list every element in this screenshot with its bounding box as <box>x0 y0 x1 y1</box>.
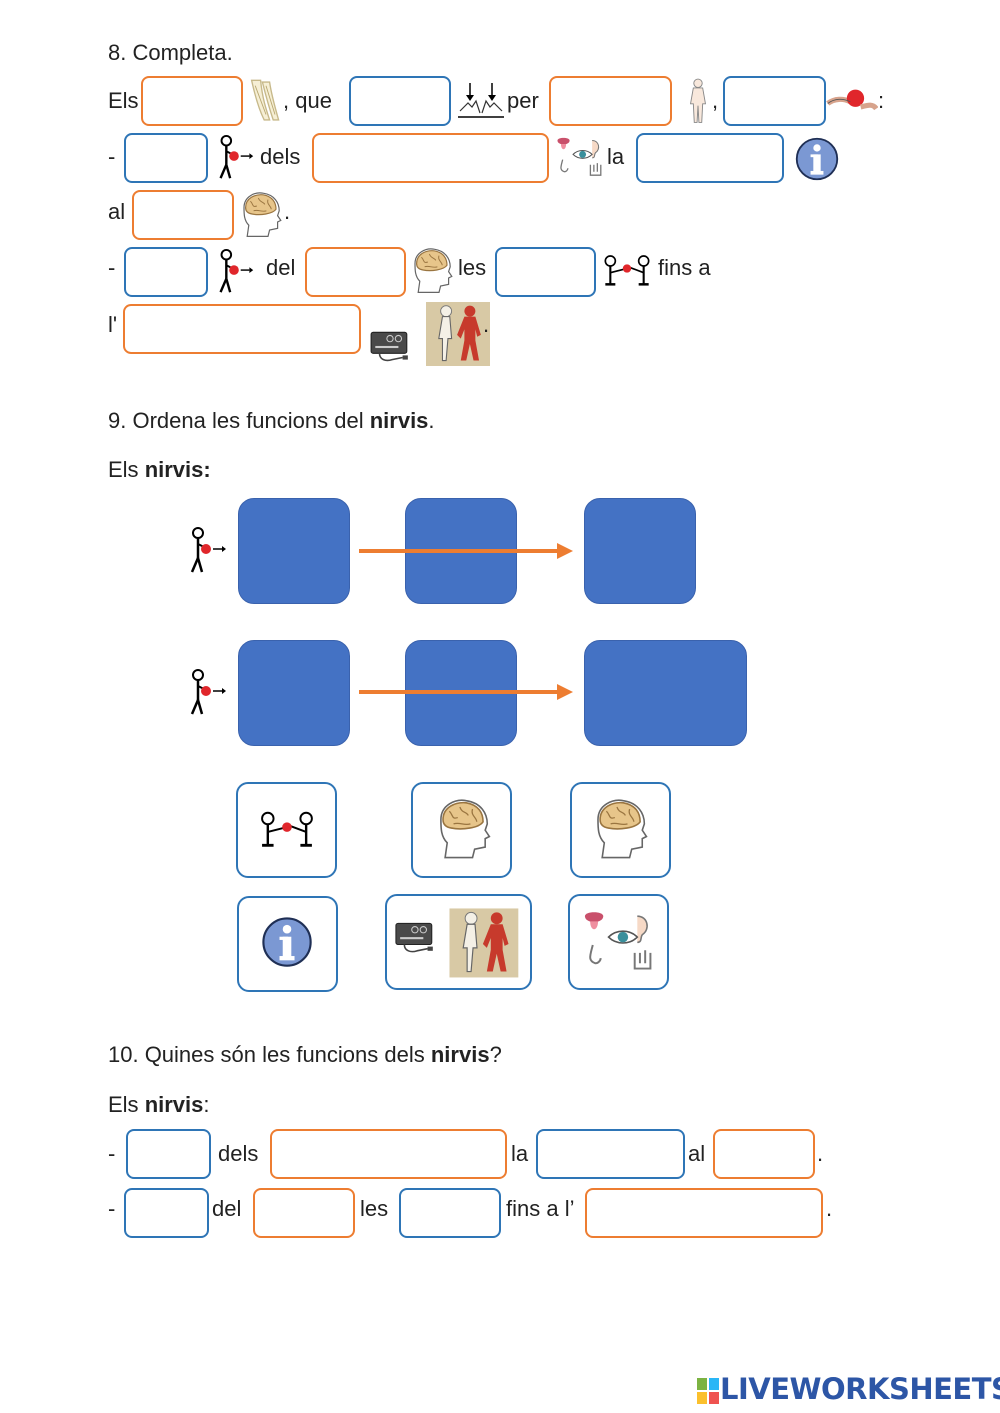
text-colon: : <box>878 88 885 113</box>
card-info[interactable] <box>237 896 338 992</box>
arm-nerves-icon <box>248 76 284 126</box>
liveworksheets-logo-icon <box>697 1378 719 1404</box>
hands-icon <box>456 80 506 122</box>
text-per: per <box>507 88 539 113</box>
person-ball-icon <box>186 668 226 718</box>
brain-head-icon <box>440 799 491 859</box>
q8-title: 8. Completa. <box>108 40 233 65</box>
text-la: la <box>511 1141 529 1166</box>
text-els: Els <box>108 88 139 113</box>
card-brain-2[interactable] <box>570 782 671 878</box>
text-comma: , <box>712 88 719 113</box>
answer-box[interactable] <box>126 1129 211 1179</box>
text-del: del <box>266 255 296 280</box>
answer-box[interactable] <box>124 1188 209 1238</box>
answer-box[interactable] <box>399 1188 501 1238</box>
answer-box[interactable] <box>549 76 672 126</box>
device-icon <box>369 328 411 366</box>
text-al: al <box>108 199 126 224</box>
card-brain-1[interactable] <box>411 782 512 878</box>
card-two-people[interactable] <box>236 782 337 878</box>
drop-slot[interactable] <box>584 498 696 604</box>
brain-head-icon <box>236 190 284 238</box>
card-senses[interactable] <box>568 894 669 990</box>
senses-icon <box>554 134 606 180</box>
card-muscles[interactable] <box>385 894 532 990</box>
text-fins-a: fins a <box>658 255 711 280</box>
text-dash: - <box>108 255 116 280</box>
skeleton-muscle-icon <box>426 302 490 366</box>
text-period: . <box>817 1141 824 1166</box>
text-les: les <box>360 1196 389 1221</box>
skeleton-muscle-icon <box>395 907 519 979</box>
text-al: al <box>688 1141 706 1166</box>
info-icon <box>262 917 312 967</box>
answer-box[interactable] <box>312 133 549 183</box>
human-body-icon <box>684 76 712 126</box>
text-que: , que <box>283 88 332 113</box>
orange-arrow <box>359 543 573 559</box>
text-l: l' <box>108 312 118 337</box>
text-period: . <box>284 199 291 224</box>
answer-box[interactable] <box>495 247 596 297</box>
answer-box[interactable] <box>123 304 361 354</box>
info-icon <box>794 136 840 182</box>
person-ball-icon <box>214 248 254 296</box>
text-dels: dels <box>218 1141 259 1166</box>
two-people-icon <box>260 811 314 847</box>
answer-box[interactable] <box>132 190 234 240</box>
answer-box[interactable] <box>124 133 208 183</box>
answer-box[interactable] <box>270 1129 507 1179</box>
text-la: la <box>607 144 625 169</box>
q9-intro: Els nirvis: <box>108 457 211 482</box>
q10-intro: Els nirvis: <box>108 1092 210 1117</box>
answer-box[interactable] <box>723 76 826 126</box>
answer-box[interactable] <box>141 76 243 126</box>
drop-slot[interactable] <box>238 498 350 604</box>
q9-title: 9. Ordena les funcions del nirvis. <box>108 408 435 433</box>
text-les: les <box>458 255 487 280</box>
liveworksheets-brand[interactable]: LIVEWORKSHEETS <box>720 1372 1000 1406</box>
drop-slot[interactable] <box>238 640 350 746</box>
person-ball-icon <box>214 134 254 182</box>
answer-box[interactable] <box>536 1129 685 1179</box>
answer-box[interactable] <box>585 1188 823 1238</box>
text-period: . <box>483 312 490 337</box>
text-dash: - <box>108 1196 116 1221</box>
drop-slot[interactable] <box>584 640 747 746</box>
person-ball-icon <box>186 526 226 576</box>
text-dash: - <box>108 144 116 169</box>
q10-title: 10. Quines són les funcions dels nirvis? <box>108 1042 502 1067</box>
brain-head-icon <box>407 246 455 294</box>
touch-icon <box>826 82 878 118</box>
text-dash: - <box>108 1141 116 1166</box>
answer-box[interactable] <box>349 76 451 126</box>
brain-head-icon <box>597 799 648 859</box>
text-dels: dels <box>260 144 301 169</box>
answer-box[interactable] <box>713 1129 815 1179</box>
answer-box[interactable] <box>124 247 208 297</box>
senses-icon <box>583 911 652 970</box>
answer-box[interactable] <box>305 247 406 297</box>
answer-box[interactable] <box>253 1188 355 1238</box>
orange-arrow <box>359 684 573 700</box>
answer-box[interactable] <box>636 133 784 183</box>
text-del: del <box>212 1196 242 1221</box>
text-fins-a-l: fins a l’ <box>506 1196 575 1221</box>
text-period: . <box>826 1196 833 1221</box>
two-people-icon <box>602 254 652 288</box>
